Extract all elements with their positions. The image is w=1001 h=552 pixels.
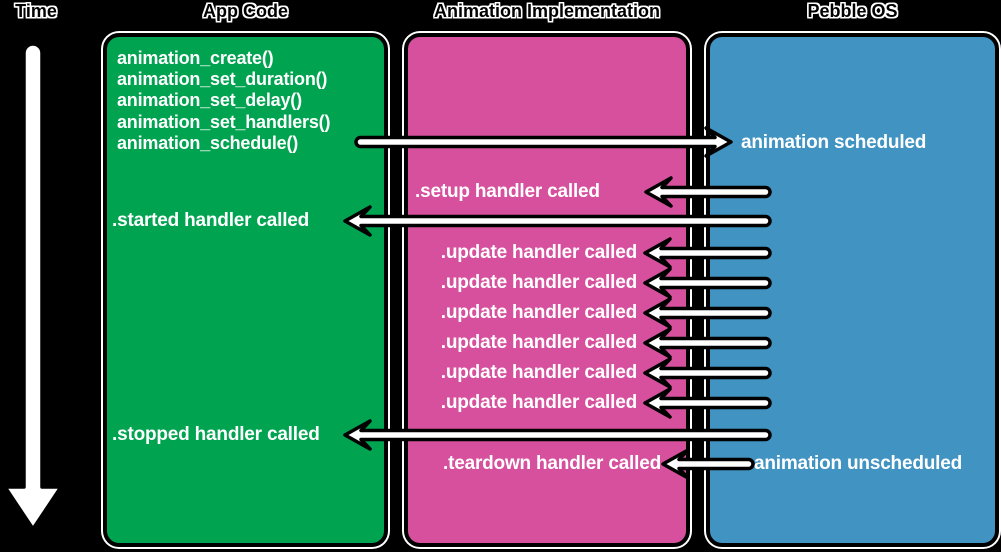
update-event-label: .update handler called <box>440 302 637 323</box>
teardown-event-label: .teardown handler called <box>443 453 661 474</box>
update-event-label: .update handler called <box>440 332 637 353</box>
pebble-os-column-title: Pebble OS <box>807 1 898 21</box>
animation-implementation-box <box>404 33 690 547</box>
app-code-box <box>103 33 388 547</box>
function-call: animation_schedule() <box>117 132 299 153</box>
update-event-label: .update handler called <box>440 242 637 263</box>
update-event-label: .update handler called <box>440 362 637 383</box>
setup-event-label: .setup handler called <box>415 181 600 202</box>
scheduled-event-label: animation scheduled <box>741 132 927 153</box>
function-call: animation_set_duration() <box>117 69 328 90</box>
function-call: animation_set_handlers() <box>117 111 331 132</box>
time-arrow-icon <box>3 42 63 531</box>
started-event-label: .started handler called <box>112 210 310 231</box>
function-call: animation_set_delay() <box>117 90 302 111</box>
animation-implementation-column-title: Animation Implementation <box>433 1 660 21</box>
app-code-column-title: App Code <box>203 1 288 21</box>
time-column-title: Time <box>15 1 57 21</box>
stopped-event-label: .stopped handler called <box>112 424 320 445</box>
update-event-label: .update handler called <box>440 272 637 293</box>
app-code-function-list: animation_create() animation_set_duratio… <box>117 48 330 154</box>
function-call: animation_create() <box>117 48 274 68</box>
unscheduled-event-label: animation unscheduled <box>754 453 962 474</box>
update-event-label: .update handler called <box>440 392 637 413</box>
